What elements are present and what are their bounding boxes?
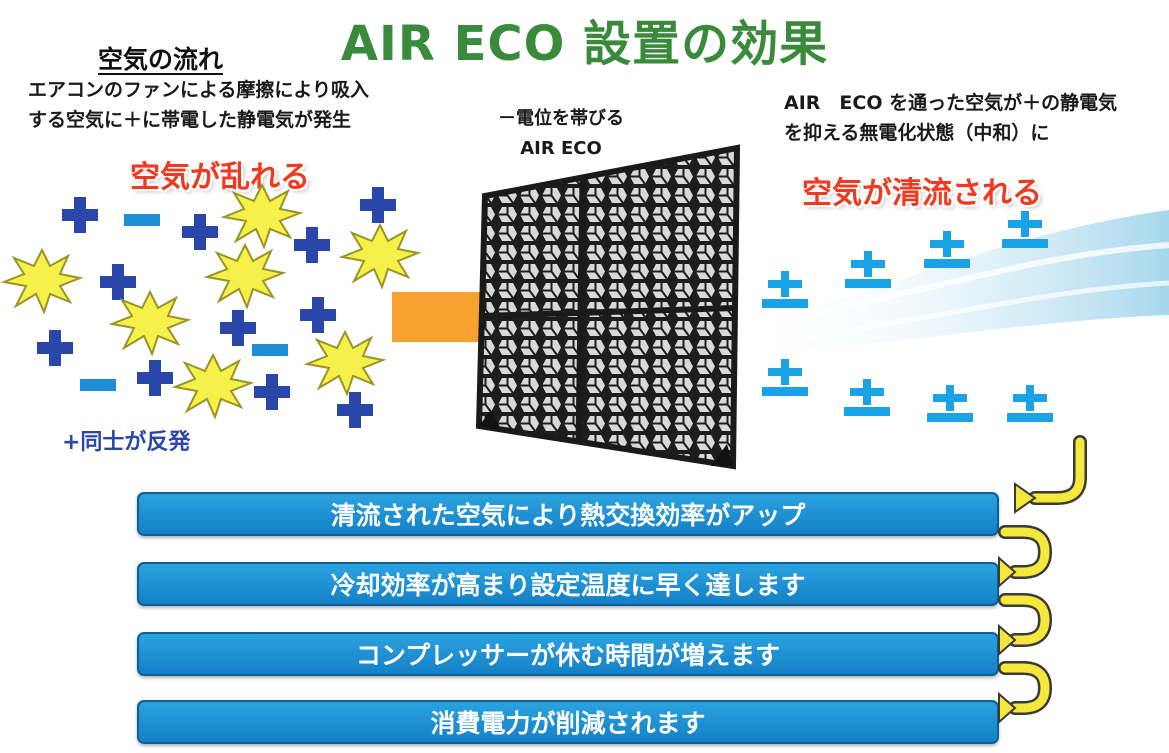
air-flow-heading: 空気の流れ [98,45,224,74]
right-description-line1: AIR ECO を通った空気が＋の静電気 [784,92,1118,114]
connector-arrow-icon [1000,527,1050,577]
spark-icon [111,291,189,355]
air-eco-label-line1: －電位を帯びる [498,108,624,129]
right-description: AIR ECO を通った空気が＋の静電気 を抑える無電化状態（中和）に [784,88,1164,148]
clean-airflow [739,210,1169,355]
neutral-particles [762,211,1053,422]
minus-charge-icon [252,344,288,356]
connector-arrow-icon [1000,595,1050,645]
plus-charge-icon [300,297,336,333]
step-text: 消費電力が削減されます [430,709,706,738]
neutral-charge-icon [924,231,970,268]
spark-icon [206,244,284,308]
neutral-charge-icon [845,251,891,288]
left-description: エアコンのファンによる摩擦により吸入 する空気に＋に帯電した静電気が発生 [28,75,468,135]
plus-charge-icon [182,214,218,250]
step-text: 清流された空気により熱交換効率がアップ [330,501,806,530]
left-description-line2: する空気に＋に帯電した静電気が発生 [28,109,352,131]
neutral-charge-icon [1007,385,1053,422]
repel-label: +同士が反発 [62,424,190,456]
spark-icon [3,249,81,313]
step-power-reduction: 消費電力が削減されます [137,700,999,744]
spark-icon [174,354,252,418]
connector-arrow-icon [1000,663,1050,713]
spark-icon [223,184,301,248]
page-title: AIR ECO 設置の効果 [340,16,829,72]
neutral-charge-icon [844,379,890,416]
plus-charge-icon [100,264,136,300]
neutral-charge-icon [927,385,973,422]
minus-charge-icon [124,214,160,226]
neutral-charge-icon [762,359,808,396]
plus-charge-icon [360,187,396,223]
air-eco-label-line2: AIR ECO [520,138,602,159]
plus-charge-icon [37,330,73,366]
step-heat-exchange: 清流された空気により熱交換効率がアップ [137,492,999,536]
air-eco-label: －電位を帯びる AIR ECO [486,104,636,164]
plus-charge-icon [254,374,290,410]
step-text: 冷却効率が高まり設定温度に早く達します [330,571,806,600]
left-description-line1: エアコンのファンによる摩擦により吸入 [28,79,370,101]
right-description-line2: を抑える無電化状態（中和）に [784,122,1050,144]
turbulent-air-label: 空気が乱れる [130,160,310,195]
clean-air-label: 空気が清流される [802,176,1042,211]
step-text: コンプレッサーが休む時間が増えます [355,641,781,670]
spark-icon [306,331,384,395]
connector-arrows [998,435,1087,725]
minus-charge-icon [80,379,116,391]
plus-charge-icon [220,310,256,346]
step-cooling-efficiency: 冷却効率が高まり設定温度に早く達します [137,562,999,606]
plus-charge-icon [137,360,173,396]
plus-charge-icon [62,197,98,233]
connector-arrow-icon [1030,437,1085,503]
air-eco-panel [475,144,741,470]
neutral-charge-icon [1002,211,1048,248]
plus-charge-icon [294,227,330,263]
repel-label-text: +同士が反発 [62,430,191,455]
step-compressor-rest: コンプレッサーが休む時間が増えます [137,632,999,676]
neutral-charge-icon [762,271,808,308]
plus-charge-icon [337,392,373,428]
